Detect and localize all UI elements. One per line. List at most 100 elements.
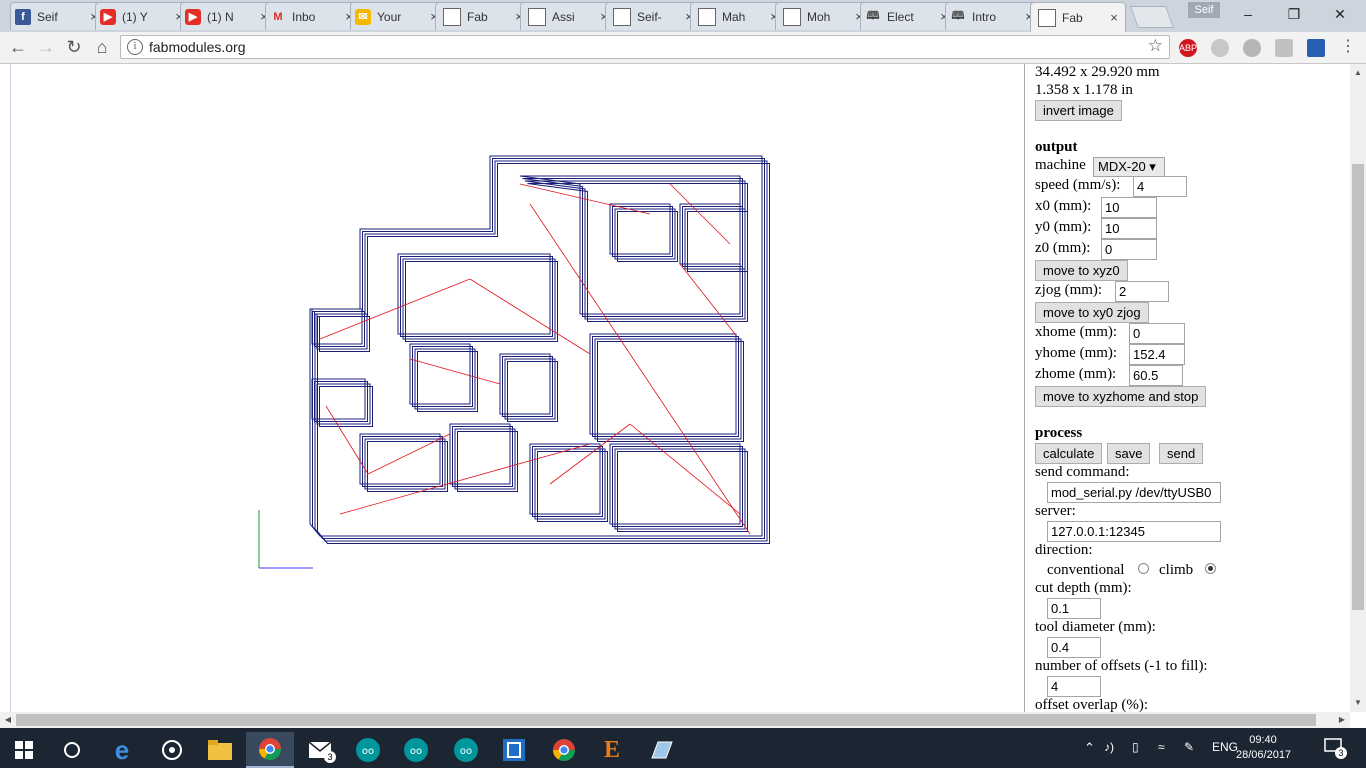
- volume-icon[interactable]: ♪): [1104, 740, 1114, 754]
- save-button[interactable]: save: [1107, 443, 1151, 464]
- browser-tab[interactable]: Fab×: [1030, 2, 1126, 32]
- adblock-plus-icon[interactable]: ABP: [1179, 39, 1197, 57]
- language-indicator[interactable]: ENG: [1212, 740, 1239, 754]
- browser-tab[interactable]: Mah×: [690, 2, 786, 30]
- app-window-icon[interactable]: [490, 732, 538, 768]
- xhome-input[interactable]: 0: [1129, 323, 1185, 344]
- file-explorer-icon[interactable]: [196, 732, 244, 768]
- home-icon[interactable]: ⌂: [96, 37, 108, 57]
- tab-close-icon[interactable]: ×: [600, 9, 608, 24]
- battery-icon[interactable]: ▯: [1132, 740, 1139, 754]
- minimize-icon[interactable]: –: [1244, 6, 1252, 22]
- info-icon[interactable]: i: [127, 39, 143, 55]
- tab-close-icon[interactable]: ×: [260, 9, 268, 24]
- cut-depth-input[interactable]: 0.1: [1047, 598, 1101, 619]
- chrome-app-icon[interactable]: [540, 732, 588, 768]
- vertical-scroll-thumb[interactable]: [1352, 164, 1364, 610]
- yhome-input[interactable]: 152.4: [1129, 344, 1185, 365]
- scroll-left-icon[interactable]: ◀: [4, 715, 12, 724]
- clock[interactable]: 09:40 28/06/2017: [1236, 733, 1291, 763]
- pen-workspace-icon[interactable]: ✎: [1184, 740, 1195, 754]
- close-window-icon[interactable]: ✕: [1334, 6, 1346, 22]
- zhome-input[interactable]: 60.5: [1129, 365, 1183, 386]
- browser-tab[interactable]: ✉Your×: [350, 2, 446, 30]
- forward-icon[interactable]: →: [37, 37, 55, 57]
- chrome-menu-icon[interactable]: ⋮: [1340, 38, 1356, 55]
- address-bar[interactable]: i fabmodules.org ☆: [120, 35, 1170, 59]
- extension-icon[interactable]: [1211, 39, 1229, 57]
- bookmark-extension-icon[interactable]: [1307, 39, 1325, 57]
- back-icon[interactable]: ←: [9, 37, 27, 57]
- show-hidden-icons[interactable]: ⌃: [1084, 740, 1095, 755]
- tab-close-icon[interactable]: ×: [1110, 10, 1118, 25]
- tab-close-icon[interactable]: ×: [90, 9, 98, 24]
- server-input[interactable]: 127.0.0.1:12345: [1047, 521, 1221, 542]
- send-command-input[interactable]: mod_serial.py /dev/ttyUSB0: [1047, 482, 1221, 503]
- zjog-input[interactable]: 2: [1115, 281, 1169, 302]
- browser-tab[interactable]: Assi×: [520, 2, 616, 30]
- machine-select[interactable]: MDX-20 ▾: [1093, 157, 1165, 177]
- browser-tab[interactable]: 🕮Elect×: [860, 2, 956, 30]
- browser-tab[interactable]: Seif-×: [605, 2, 701, 30]
- y0-input[interactable]: 10: [1101, 218, 1157, 239]
- bookmark-star-icon[interactable]: ☆: [1147, 36, 1163, 55]
- tab-close-icon[interactable]: ×: [430, 9, 438, 24]
- profile-button[interactable]: Seif: [1188, 2, 1220, 18]
- arduino-icon-3[interactable]: oo: [442, 732, 490, 768]
- arduino-icon-2[interactable]: oo: [392, 732, 440, 768]
- move-to-xyz0-button[interactable]: move to xyz0: [1035, 260, 1128, 281]
- climb-radio[interactable]: [1205, 563, 1216, 574]
- tool-diameter-input[interactable]: 0.4: [1047, 637, 1101, 658]
- tab-close-icon[interactable]: ×: [1025, 9, 1033, 24]
- url-text[interactable]: fabmodules.org: [149, 39, 246, 55]
- drive-icon[interactable]: [1243, 39, 1261, 57]
- eagle-app-icon[interactable]: E: [603, 736, 620, 763]
- offsets-input[interactable]: 4: [1047, 676, 1101, 697]
- browser-tab[interactable]: ▶(1) Y×: [95, 2, 191, 30]
- browser-tab[interactable]: ▶(1) N×: [180, 2, 276, 30]
- windows-start-icon[interactable]: [0, 732, 48, 768]
- action-center-icon[interactable]: 3: [1324, 738, 1347, 759]
- horizontal-scrollbar[interactable]: ◀ ▶: [0, 712, 1350, 728]
- vertical-scrollbar[interactable]: ▲ ▼: [1350, 64, 1366, 712]
- browser-tab[interactable]: Moh×: [775, 2, 871, 30]
- scroll-down-icon[interactable]: ▼: [1354, 698, 1362, 707]
- calculate-button[interactable]: calculate: [1035, 443, 1103, 464]
- tab-close-icon[interactable]: ×: [175, 9, 183, 24]
- output-heading: output: [1035, 139, 1078, 155]
- cortana-search-icon[interactable]: [48, 732, 96, 768]
- z0-input[interactable]: 0: [1101, 239, 1157, 260]
- wifi-icon[interactable]: ≈: [1158, 740, 1165, 754]
- send-button[interactable]: send: [1159, 443, 1204, 464]
- pen-app-icon[interactable]: [638, 732, 686, 768]
- horizontal-scroll-thumb[interactable]: [16, 714, 1316, 726]
- media-player-icon[interactable]: [148, 732, 196, 768]
- browser-tab[interactable]: Fab×: [435, 2, 531, 30]
- tab-close-icon[interactable]: ×: [345, 9, 353, 24]
- invert-image-button[interactable]: invert image: [1035, 100, 1122, 121]
- scroll-right-icon[interactable]: ▶: [1338, 715, 1346, 724]
- tab-close-icon[interactable]: ×: [515, 9, 523, 24]
- tab-close-icon[interactable]: ×: [770, 9, 778, 24]
- conventional-radio[interactable]: [1138, 563, 1149, 574]
- restore-icon[interactable]: ❐: [1287, 6, 1301, 22]
- tab-close-icon[interactable]: ×: [685, 9, 693, 24]
- tab-close-icon[interactable]: ×: [940, 9, 948, 24]
- arduino-icon-1[interactable]: oo: [344, 732, 392, 768]
- chrome-taskbar-icon[interactable]: [246, 732, 294, 768]
- speed-input[interactable]: 4: [1133, 176, 1187, 197]
- move-to-xyzhome-button[interactable]: move to xyzhome and stop: [1035, 386, 1207, 407]
- browser-tab[interactable]: 🕮Intro×: [945, 2, 1041, 30]
- new-tab-button[interactable]: [1129, 6, 1175, 28]
- mail-taskbar-icon[interactable]: 3: [296, 732, 344, 768]
- reload-icon[interactable]: ↻: [66, 37, 82, 57]
- move-to-xy0-zjog-button[interactable]: move to xy0 zjog: [1035, 302, 1149, 323]
- book-icon: 🕮: [866, 10, 880, 22]
- edge-browser-icon[interactable]: e: [114, 734, 130, 765]
- camera-extension-icon[interactable]: [1275, 39, 1293, 57]
- scroll-up-icon[interactable]: ▲: [1354, 68, 1362, 77]
- tab-close-icon[interactable]: ×: [855, 9, 863, 24]
- x0-input[interactable]: 10: [1101, 197, 1157, 218]
